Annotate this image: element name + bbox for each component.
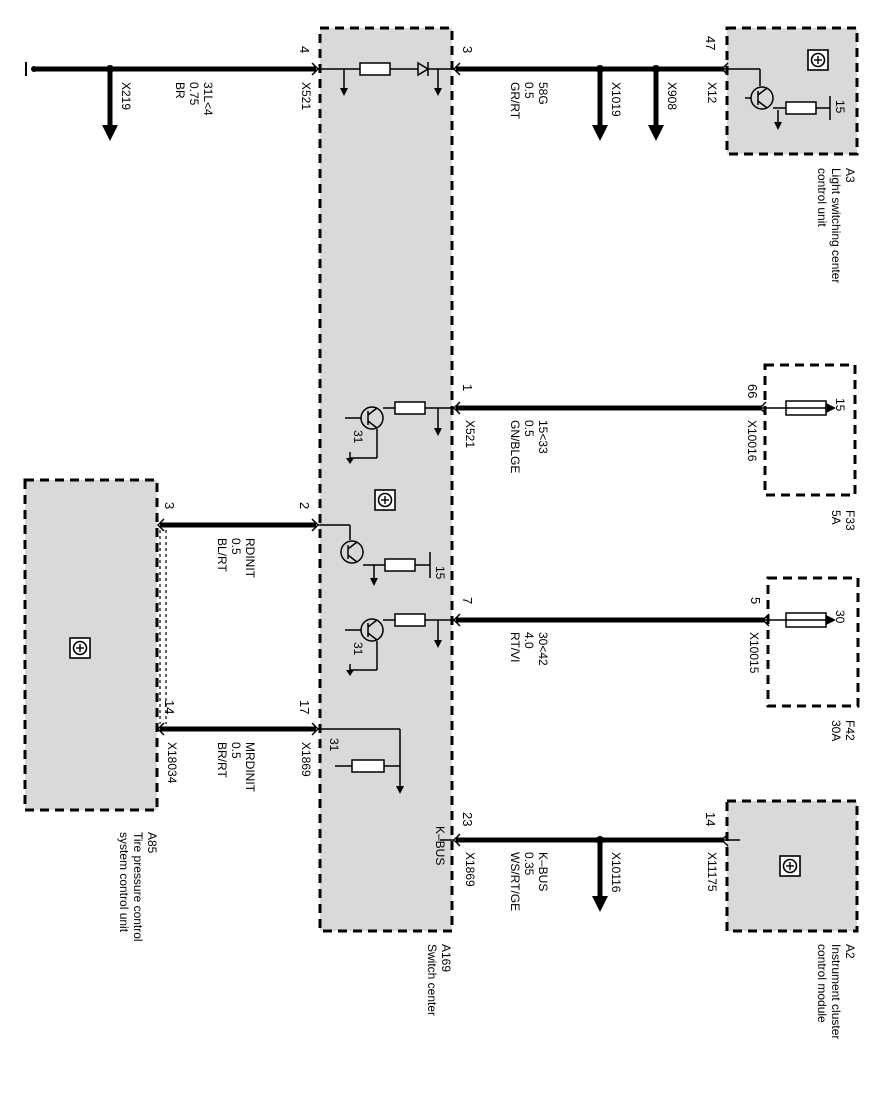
a169-pin7-driver xyxy=(345,613,454,677)
connector-label: X908 xyxy=(665,82,679,110)
f33-box xyxy=(763,363,857,497)
component-ref: F33 xyxy=(843,510,857,531)
pin-label: 2 xyxy=(297,502,312,509)
wire-signal-label: 58G xyxy=(536,82,550,105)
fuse-rating: 30A xyxy=(829,720,843,741)
ground-label: 31 xyxy=(327,738,341,752)
splice-x1019-arrow xyxy=(592,69,608,141)
a169-control-unit-icon xyxy=(374,489,396,511)
component-desc: Light switching center xyxy=(829,168,843,283)
connector-label: X1869 xyxy=(299,742,313,777)
terminal-label: 30 xyxy=(833,610,847,624)
terminal-label: 15 xyxy=(433,566,447,580)
fuse-rating: 5A xyxy=(829,510,843,525)
connector-label: X1869 xyxy=(463,852,477,887)
a169-pin2-driver xyxy=(318,524,431,586)
wire-color-label: WS/RT/GE xyxy=(508,852,522,911)
splice-x908-arrow xyxy=(648,69,664,141)
a169-pin1-driver xyxy=(345,401,454,465)
a169-box xyxy=(318,26,454,933)
pin-label: 14 xyxy=(162,700,177,714)
connector-label: X11175 xyxy=(705,852,719,892)
connector-label: X521 xyxy=(299,82,313,110)
wire-color-label: BR xyxy=(173,82,187,99)
wire-size-label: 0.5 xyxy=(229,742,243,759)
connector-label: X10015 xyxy=(747,632,761,674)
a85-control-unit-icon xyxy=(69,637,91,659)
ground-label: 31 xyxy=(351,430,365,444)
pin-label: 23 xyxy=(460,812,475,826)
connector-label: X1019 xyxy=(609,82,623,117)
a3-input-circuit xyxy=(724,68,831,130)
component-desc: system control unit xyxy=(117,832,131,933)
pin-label: 66 xyxy=(745,384,760,398)
component-ref: A2 xyxy=(843,944,857,959)
wire-color-label: BR/RT xyxy=(215,742,229,778)
wire-signal-label: 30<42 xyxy=(536,632,550,666)
f42-box xyxy=(766,576,860,708)
wire-signal-label: 31L<4 xyxy=(201,82,215,116)
pin-label: 5 xyxy=(748,597,763,604)
pin-label: 3 xyxy=(162,502,177,509)
pin-label: 47 xyxy=(703,36,718,50)
pin-label: 17 xyxy=(297,700,312,714)
f33-fuse xyxy=(760,400,836,416)
component-desc: Tire pressure control xyxy=(131,832,145,942)
connector-label: X219 xyxy=(119,82,133,110)
connector-label: X521 xyxy=(463,420,477,448)
ground-label: 31 xyxy=(351,642,365,656)
a3-box xyxy=(725,26,859,156)
a85-box xyxy=(23,478,159,812)
wire-size-label: 0.5 xyxy=(522,82,536,99)
wire-color-label: RT/VI xyxy=(508,632,522,662)
wire-color-label: BL/RT xyxy=(215,538,229,572)
wire-color-label: GR/RT xyxy=(508,82,522,120)
a169-light-input-circuit xyxy=(318,61,454,96)
connector-label: X10016 xyxy=(745,420,759,462)
component-ref: A3 xyxy=(843,168,857,183)
wire-terminal-dot xyxy=(31,66,37,72)
kbus-internal-label: K–BUS xyxy=(433,826,447,865)
splice-x10116-arrow xyxy=(592,840,608,912)
wire-size-label: 4.0 xyxy=(522,632,536,649)
terminal-label: 15 xyxy=(833,398,847,412)
pin-label: 4 xyxy=(297,46,312,53)
pin-label: 14 xyxy=(703,812,718,826)
splice-x219-arrow xyxy=(102,69,118,141)
pin-label: 7 xyxy=(460,597,475,604)
pin-label: 3 xyxy=(460,46,475,53)
wire-signal-label: MRDINIT xyxy=(243,742,257,793)
wire-signal-label: RDINIT xyxy=(243,538,257,579)
wire-size-label: 0.75 xyxy=(187,82,201,106)
connector-label: X10116 xyxy=(609,852,623,893)
component-desc: control unit xyxy=(815,168,829,227)
connector-label: X18034 xyxy=(165,742,179,784)
wire-size-label: 0.5 xyxy=(522,420,536,437)
wire-color-label: GN/BLGE xyxy=(508,420,522,473)
component-ref: A169 xyxy=(439,944,453,972)
a3-control-unit-icon xyxy=(807,49,829,71)
component-ref: A85 xyxy=(145,832,159,854)
component-ref: F42 xyxy=(843,720,857,741)
component-desc: Switch center xyxy=(425,944,439,1016)
wire-signal-label: 15<33 xyxy=(536,420,550,454)
wire-signal-label: K–BUS xyxy=(536,852,550,891)
component-desc: control module xyxy=(815,944,829,1023)
pin-label: 1 xyxy=(460,384,475,391)
wire-size-label: 0.5 xyxy=(229,538,243,555)
wire-size-label: 0.35 xyxy=(522,852,536,876)
f42-fuse xyxy=(763,612,836,628)
a169-pin17-input xyxy=(318,728,404,794)
component-desc: Instrument cluster xyxy=(829,944,843,1039)
a2-control-unit-icon xyxy=(779,855,801,877)
terminal-label: 15 xyxy=(833,100,847,114)
connector-label: X12 xyxy=(705,82,719,104)
